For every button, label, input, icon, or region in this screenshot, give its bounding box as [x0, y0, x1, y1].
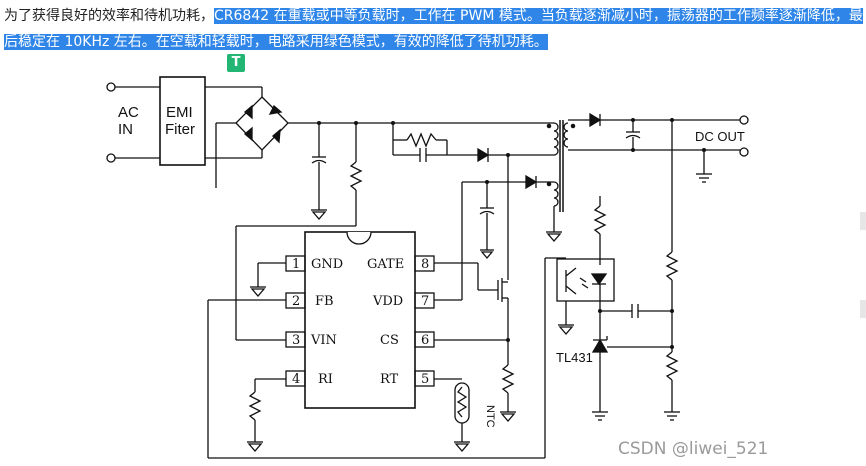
pin-3-number: 3 [292, 333, 300, 348]
aux-winding [434, 174, 562, 301]
pin-5-number: 5 [421, 372, 429, 387]
pin-7-number: 7 [421, 294, 429, 309]
ac-label-1: AC [118, 104, 139, 121]
dc-out-label: DC OUT [695, 129, 745, 144]
paragraph-plain-text: 为了获得良好的效率和待机功耗， [4, 8, 214, 24]
pin-4-name: RI [318, 372, 333, 387]
transformer [546, 120, 576, 212]
pin-6-name: CS [380, 333, 399, 348]
pin-3-name: VIN [310, 333, 337, 348]
csdn-watermark: CSDN @liwei_521 [618, 439, 768, 459]
feedback-loop [207, 257, 566, 459]
scrollbar-marker [860, 212, 866, 230]
pin-7-name: VDD [372, 294, 403, 309]
ntc-thermistor: NTC [434, 378, 496, 452]
ac-label-2: IN [118, 121, 133, 138]
pin-8-name: GATE [367, 257, 404, 272]
ac-input: AC IN [106, 82, 160, 163]
pin-1-number: 1 [292, 257, 300, 272]
pin-2-name: FB [315, 294, 334, 309]
junctions [317, 118, 706, 349]
ri-resistor [247, 378, 286, 452]
snubber [392, 123, 554, 163]
output-feedback: TL431 [556, 120, 680, 421]
ic-ground [250, 262, 286, 297]
article-paragraph: 为了获得良好的效率和待机功耗，CR6842 在重载或中等负载时，工作在 PWM … [0, 0, 866, 55]
mosfet [434, 155, 516, 422]
pin-6-number: 6 [421, 333, 429, 348]
pin-1-name: GND [311, 257, 343, 272]
pin-4-number: 4 [292, 372, 300, 387]
bulk-capacitor [311, 123, 327, 220]
ntc-label: NTC [484, 405, 496, 428]
translate-button[interactable]: T [227, 54, 245, 72]
emi-label-2: Fiter [165, 121, 195, 138]
pin-2-number: 2 [292, 294, 300, 309]
scrollbar-marker [860, 300, 866, 318]
secondary-output: DC OUT [568, 112, 749, 183]
emi-filter: EMI Fiter [159, 76, 263, 166]
controller-ic [285, 231, 435, 409]
bridge-rectifier [215, 96, 554, 188]
emi-label-1: EMI [166, 104, 193, 121]
ic-pin-labels: 1 GND 2 FB 3 VIN 4 RI 8 GATE 7 VDD 6 CS … [292, 257, 429, 387]
tl431-label: TL431 [556, 350, 593, 365]
pin-5-name: RT [380, 372, 399, 387]
startup-resistor [235, 123, 363, 341]
pin-8-number: 8 [421, 257, 429, 272]
